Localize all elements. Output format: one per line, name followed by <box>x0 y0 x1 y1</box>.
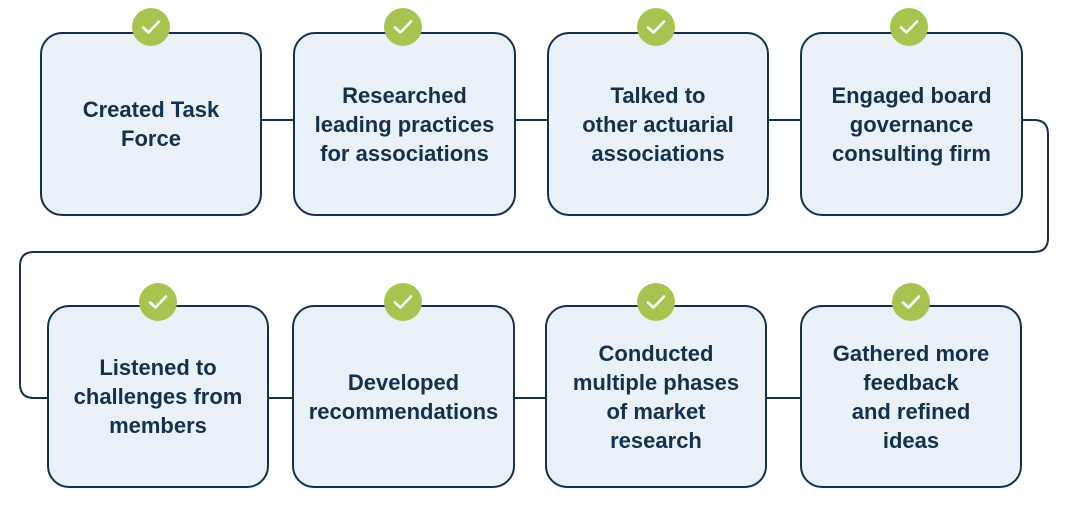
step-researched-practices: Researched leading practices for associa… <box>293 32 516 216</box>
check-icon <box>132 8 170 46</box>
step-talked-to-associations: Talked to other actuarial associations <box>547 32 769 216</box>
check-icon <box>384 283 422 321</box>
check-icon <box>384 8 422 46</box>
step-conducted-market-research: Conducted multiple phases of market rese… <box>545 305 767 488</box>
check-icon <box>892 283 930 321</box>
connector-row-wrap <box>19 119 1049 399</box>
step-listened-to-members: Listened to challenges from members <box>47 305 269 488</box>
check-icon <box>139 283 177 321</box>
step-engaged-consulting-firm: Engaged board governance consulting firm <box>800 32 1023 216</box>
step-created-task-force: Created Task Force <box>40 32 262 216</box>
step-developed-recommendations: Developed recommendations <box>292 305 515 488</box>
check-icon <box>890 8 928 46</box>
step-gathered-feedback: Gathered more feedback and refined ideas <box>800 305 1022 488</box>
check-icon <box>637 283 675 321</box>
check-icon <box>637 8 675 46</box>
